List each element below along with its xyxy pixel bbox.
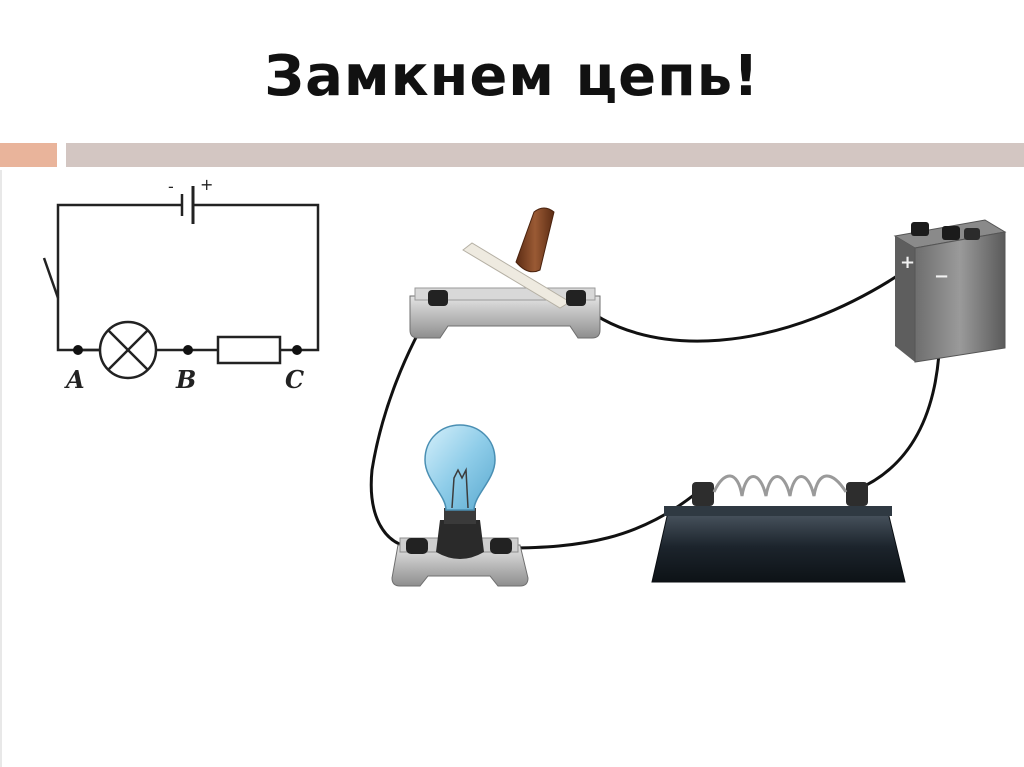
knife-switch <box>409 207 601 339</box>
rheostat-coil <box>712 474 848 497</box>
battery-body <box>895 236 915 362</box>
battery-terminal-plus <box>911 222 929 236</box>
bulb-glass <box>424 424 496 511</box>
switch-handle <box>515 207 555 273</box>
light-bulb-assembly <box>391 424 529 587</box>
title-divider-bar <box>66 143 1024 167</box>
rheostat-body <box>651 511 906 583</box>
lamp-terminal-left <box>406 538 428 554</box>
wire-switch-to-battery <box>574 260 920 343</box>
battery-minus-label: - <box>168 177 174 196</box>
title-divider-accent <box>0 143 57 167</box>
point-c-label: C <box>285 365 304 394</box>
point-b-label: B <box>175 365 196 394</box>
battery-terminal-minus <box>942 226 960 240</box>
schematic-wire-top-left <box>56 203 182 300</box>
lamp-socket <box>436 520 484 559</box>
switch-terminal-right <box>566 290 586 306</box>
side-border-line <box>0 170 2 767</box>
schematic-switch-lever <box>42 257 60 299</box>
rheostat <box>651 474 906 583</box>
slide-title: Замкнем цепь! <box>264 44 760 109</box>
rheostat-terminal-right <box>846 482 868 506</box>
switch-base <box>409 295 601 339</box>
junction-dot-b <box>183 345 193 355</box>
rheostat-terminal-left <box>692 482 714 506</box>
schematic-wire-top-right <box>193 203 320 352</box>
switch-terminal-left <box>428 290 448 306</box>
battery <box>893 219 1007 363</box>
schematic-junction-dots <box>73 345 302 355</box>
junction-dot-c <box>292 345 302 355</box>
wire-switch-to-lamp <box>369 298 439 550</box>
circuit-schematic <box>42 186 320 380</box>
bulb-filament <box>451 467 469 509</box>
battery-minus-marker: − <box>934 266 949 287</box>
lamp-base <box>391 544 529 587</box>
lamp-terminal-right <box>490 538 512 554</box>
schematic-wire-bottom-left <box>56 300 100 352</box>
battery-plus-label: + <box>200 175 213 194</box>
battery-plus-marker: + <box>900 252 915 273</box>
point-a-label: A <box>64 365 85 394</box>
schematic-resistor <box>216 335 282 365</box>
junction-dot-a <box>73 345 83 355</box>
